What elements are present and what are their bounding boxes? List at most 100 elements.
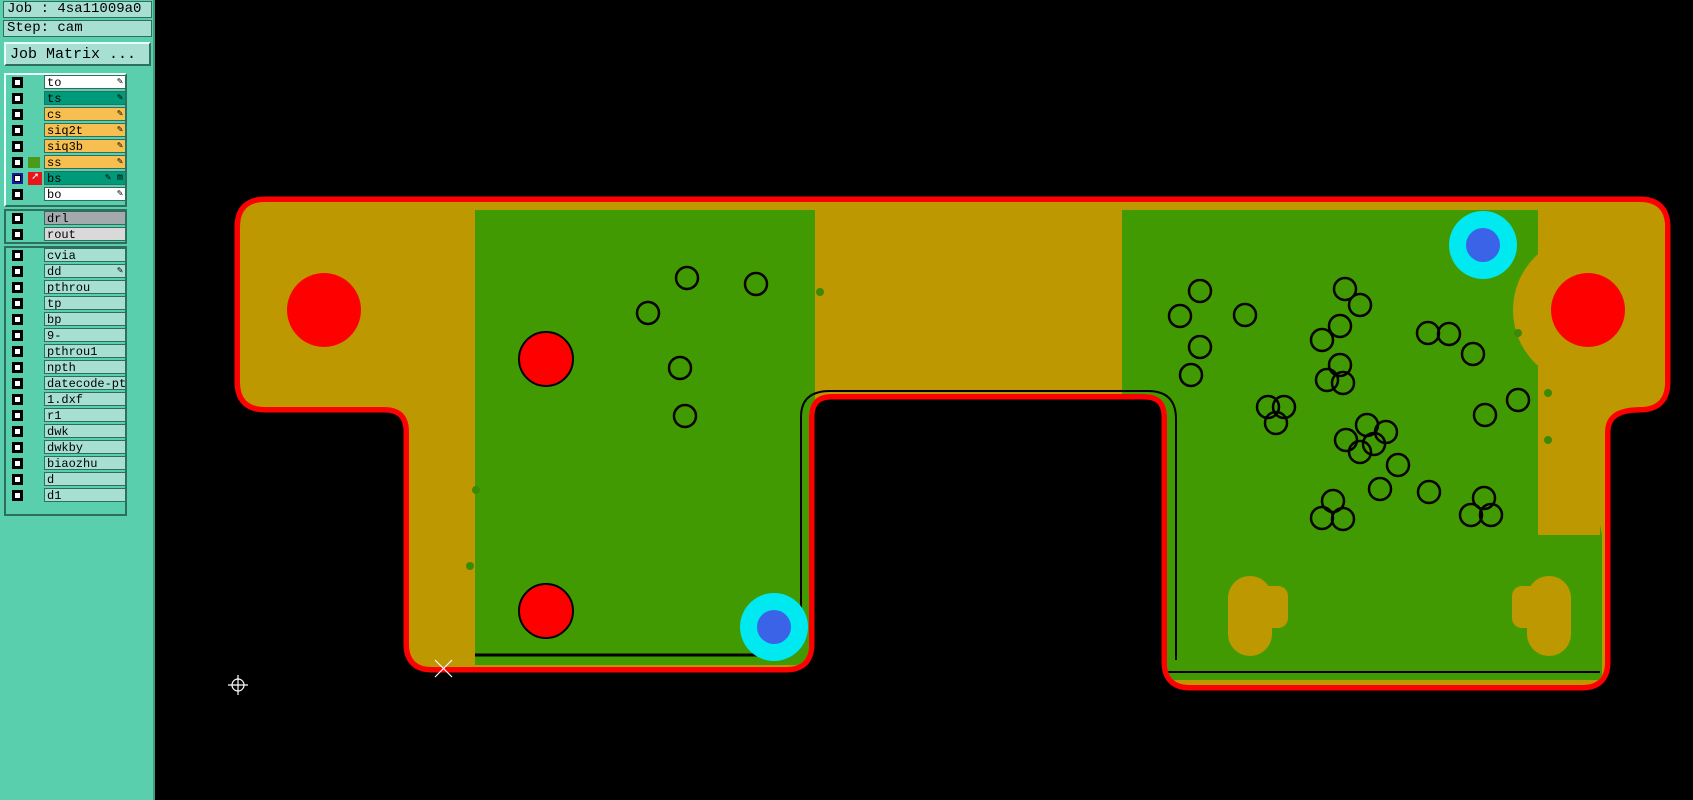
layer-row-9-[interactable]: 9-	[8, 328, 126, 343]
via-inner	[1466, 228, 1500, 262]
layer-name-label[interactable]: bs✎ m	[44, 171, 126, 185]
layer-checkbox[interactable]	[12, 426, 23, 437]
layer-row-cvia[interactable]: cvia	[8, 248, 126, 263]
layer-checkbox[interactable]	[12, 213, 23, 224]
layer-name-label[interactable]: siq2t✎	[44, 123, 126, 137]
layer-checkbox[interactable]	[12, 378, 23, 389]
layer-name-label[interactable]: bo✎	[44, 187, 126, 201]
layer-name-label[interactable]: to✎	[44, 75, 126, 89]
copper-gold-island	[1240, 586, 1288, 628]
layer-row-bp[interactable]: bp	[8, 312, 126, 327]
via-pads	[740, 211, 1517, 661]
pcb-canvas[interactable]	[157, 0, 1693, 800]
layer-row-ss[interactable]: ss✎	[8, 155, 126, 170]
layer-row-siq3b[interactable]: siq3b✎	[8, 139, 126, 154]
layer-checkbox[interactable]	[12, 330, 23, 341]
layer-row-d1[interactable]: d1	[8, 488, 126, 503]
edit-flag-icon: ✎	[116, 125, 123, 136]
layer-name-label[interactable]: rout	[44, 227, 126, 241]
layer-name-label[interactable]: dd✎	[44, 264, 126, 278]
drill-holes	[635, 265, 1531, 532]
layer-sidebar: Job : 4sa11009a0 Step: cam Job Matrix ..…	[0, 0, 155, 800]
layer-name-label[interactable]: ss✎	[44, 155, 126, 169]
layer-checkbox[interactable]	[12, 266, 23, 277]
layer-name-label[interactable]: dwkby	[44, 440, 126, 454]
layer-checkbox[interactable]	[12, 474, 23, 485]
cutout-inner-edge	[800, 390, 1177, 660]
layer-name-label[interactable]: r1	[44, 408, 126, 422]
layer-row-siq2t[interactable]: siq2t✎	[8, 123, 126, 138]
drill-layer-group: drl rout	[4, 209, 127, 244]
layer-row-1.dxf[interactable]: 1.dxf	[8, 392, 126, 407]
layer-row-bo[interactable]: bo✎	[8, 187, 126, 202]
layer-row-pthrou[interactable]: pthrou	[8, 280, 126, 295]
layer-name-label[interactable]: bp	[44, 312, 126, 326]
layer-row-to[interactable]: to✎	[8, 75, 126, 90]
layer-checkbox[interactable]	[12, 298, 23, 309]
layer-checkbox[interactable]	[12, 442, 23, 453]
layer-row-dwkby[interactable]: dwkby	[8, 440, 126, 455]
mounting-pad	[287, 273, 361, 347]
layer-row-datecode-pte[interactable]: datecode-pte	[8, 376, 126, 391]
layer-checkbox[interactable]	[12, 314, 23, 325]
layer-checkbox[interactable]	[12, 77, 23, 88]
layer-row-bs[interactable]: ➚bs✎ m	[8, 171, 126, 186]
edit-flag-icon: ✎	[116, 109, 123, 120]
layer-checkbox[interactable]	[12, 109, 23, 120]
layer-row-dwk[interactable]: dwk	[8, 424, 126, 439]
layer-checkbox[interactable]	[12, 394, 23, 405]
layer-row-npth[interactable]: npth	[8, 360, 126, 375]
layer-checkbox[interactable]	[12, 410, 23, 421]
layer-checkbox[interactable]	[12, 458, 23, 469]
layer-color-swatch	[28, 157, 40, 168]
layer-name-label[interactable]: ts✎	[44, 91, 126, 105]
mounting-pad	[518, 331, 574, 387]
layer-checkbox[interactable]	[12, 157, 23, 168]
layer-row-r1[interactable]: r1	[8, 408, 126, 423]
layer-checkbox[interactable]	[12, 490, 23, 501]
layer-checkbox[interactable]	[12, 125, 23, 136]
close-icon	[434, 659, 453, 678]
layer-name-label[interactable]: d1	[44, 488, 126, 502]
layer-name-label[interactable]: siq3b✎	[44, 139, 126, 153]
layer-name-label[interactable]: cs✎	[44, 107, 126, 121]
layer-name-label[interactable]: dwk	[44, 424, 126, 438]
layer-checkbox[interactable]	[12, 173, 23, 184]
layer-name-label[interactable]: tp	[44, 296, 126, 310]
layer-name-label[interactable]: cvia	[44, 248, 126, 262]
layer-name-label[interactable]: 1.dxf	[44, 392, 126, 406]
layer-row-dd[interactable]: dd✎	[8, 264, 126, 279]
layer-name-label[interactable]: d	[44, 472, 126, 486]
layer-checkbox[interactable]	[12, 141, 23, 152]
layer-checkbox[interactable]	[12, 93, 23, 104]
layer-name-label[interactable]: 9-	[44, 328, 126, 342]
layer-checkbox[interactable]	[12, 346, 23, 357]
layer-row-cs[interactable]: cs✎	[8, 107, 126, 122]
layer-name-label[interactable]: biaozhu	[44, 456, 126, 470]
mounting-pad	[1551, 273, 1625, 347]
job-matrix-button[interactable]: Job Matrix ...	[4, 42, 151, 66]
layer-row-ts[interactable]: ts✎	[8, 91, 126, 106]
layer-checkbox[interactable]	[12, 362, 23, 373]
layer-checkbox[interactable]	[12, 229, 23, 240]
layer-name-label[interactable]: pthrou1	[44, 344, 126, 358]
layer-row-tp[interactable]: tp	[8, 296, 126, 311]
work-layer-icon: ➚	[28, 172, 42, 185]
step-name-label: Step: cam	[3, 20, 152, 37]
crosshair-icon	[228, 675, 248, 695]
layer-row-d[interactable]: d	[8, 472, 126, 487]
layer-row-rout[interactable]: rout	[8, 227, 126, 242]
layer-name-label[interactable]: pthrou	[44, 280, 126, 294]
layer-row-drl[interactable]: drl	[8, 211, 126, 226]
layer-checkbox[interactable]	[12, 250, 23, 261]
layer-row-biaozhu[interactable]: biaozhu	[8, 456, 126, 471]
layer-row-pthrou1[interactable]: pthrou1	[8, 344, 126, 359]
mounting-pad	[518, 583, 574, 639]
layer-name-label[interactable]: drl	[44, 211, 126, 225]
layer-checkbox[interactable]	[12, 189, 23, 200]
edit-flag-icon: ✎	[116, 189, 123, 200]
layer-name-label[interactable]: npth	[44, 360, 126, 374]
layer-name-label[interactable]: datecode-pte	[44, 376, 126, 390]
layer-checkbox[interactable]	[12, 282, 23, 293]
